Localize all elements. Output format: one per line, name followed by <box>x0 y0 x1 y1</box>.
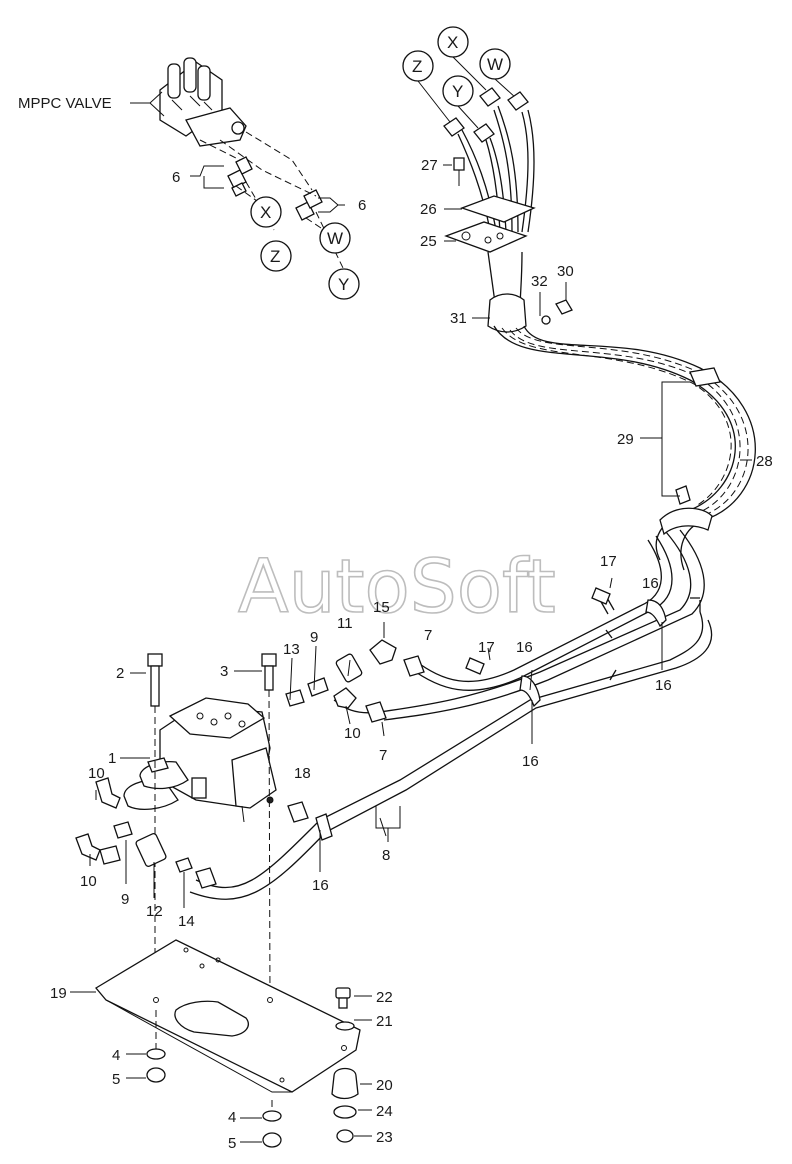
port-x-circle-inset <box>250 196 282 228</box>
elbow-15 <box>369 639 397 665</box>
mppc-valve-drawing <box>159 57 247 147</box>
part-label-17b: 17 <box>478 639 495 656</box>
part-label-4b: 4 <box>228 1109 236 1126</box>
part-label-26: 26 <box>420 201 437 218</box>
part-label-5a: 5 <box>112 1071 120 1088</box>
part-label-20: 20 <box>376 1077 393 1094</box>
fitting-6-left <box>227 156 253 197</box>
part-label-7a: 7 <box>424 627 432 644</box>
part-label-1: 1 <box>108 750 116 767</box>
port-z-circle-inset <box>260 240 292 272</box>
port-x-label-inset: X <box>260 203 271 222</box>
elbow-10-left-upper <box>95 777 121 809</box>
port-w-label: W <box>487 55 503 74</box>
bolt-22-head <box>335 987 351 999</box>
control-valve-assembly: 2 3 1 10 10 9 12 14 8 <box>75 653 401 1001</box>
port-w-label-inset: W <box>327 229 343 248</box>
nut-23 <box>336 1129 354 1143</box>
part-label-29: 29 <box>617 431 634 448</box>
elbow-10-left-lower <box>75 833 101 861</box>
part-label-9b: 9 <box>121 891 129 908</box>
adapter-12 <box>135 832 167 868</box>
washer-21 <box>335 1021 355 1031</box>
port-w-circle-inset <box>319 222 351 254</box>
part-label-2: 2 <box>116 665 124 682</box>
part-label-24: 24 <box>376 1103 393 1120</box>
part-label-5b: 5 <box>228 1135 236 1152</box>
adapter-13 <box>285 689 305 707</box>
part-label-6a: 6 <box>172 169 180 186</box>
part-label-7b: 7 <box>379 747 387 764</box>
washer-4-bottom <box>262 1110 282 1122</box>
port-z-label-inset: Z <box>270 247 280 266</box>
part-label-16c: 16 <box>655 677 672 694</box>
port-z-label: Z <box>412 57 422 76</box>
mount-20 <box>331 1067 359 1100</box>
part-label-27: 27 <box>421 157 438 174</box>
bolt-2-shank <box>150 665 160 707</box>
part-label-11: 11 <box>337 615 353 632</box>
part-label-30: 30 <box>557 263 574 280</box>
part-label-14: 14 <box>178 913 195 930</box>
part-label-6b: 6 <box>358 197 366 214</box>
adapter-9-lower <box>113 821 133 839</box>
part-label-16d: 16 <box>522 753 539 770</box>
bolt-3-head <box>261 653 277 667</box>
part-label-16e: 16 <box>312 877 329 894</box>
part-label-8: 8 <box>382 847 390 864</box>
part-label-10b: 10 <box>88 765 105 782</box>
part-label-23: 23 <box>376 1129 393 1146</box>
fitting-6-right <box>295 189 323 221</box>
part-label-17a: 17 <box>600 553 617 570</box>
bolt-17-lower <box>465 657 485 675</box>
part-label-22: 22 <box>376 989 393 1006</box>
part-label-13: 13 <box>283 641 300 658</box>
part-label-12: 12 <box>146 903 163 920</box>
adapter-9-upper <box>307 677 329 697</box>
part-label-15: 15 <box>373 599 390 616</box>
part-label-18: 18 <box>294 765 311 782</box>
adapter-14 <box>175 857 193 873</box>
part-label-31: 31 <box>450 310 467 327</box>
nut-5-bottom <box>262 1132 282 1148</box>
mppc-valve-label: MPPC VALVE <box>18 95 112 112</box>
watermark: AutoSoft <box>238 544 556 630</box>
main-hose-bundle: 29 28 <box>493 325 773 571</box>
bolt-22-shank <box>338 997 348 1009</box>
part-label-21: 21 <box>376 1013 393 1030</box>
bolt-2-head <box>147 653 163 667</box>
part-label-16a: 16 <box>642 575 659 592</box>
part-label-19: 19 <box>50 985 67 1002</box>
part-label-28: 28 <box>756 453 773 470</box>
mppc-valve-inset: MPPC VALVE 6 6 X Z W Y <box>18 57 366 300</box>
part-label-10c: 10 <box>80 873 97 890</box>
port-y-circle-inset <box>328 268 360 300</box>
bolt-17-upper <box>591 587 611 605</box>
port-y-label-inset: Y <box>338 275 349 294</box>
part-label-32: 32 <box>531 273 548 290</box>
part-label-25: 25 <box>420 233 437 250</box>
part-label-4a: 4 <box>112 1047 120 1064</box>
mounting-plate-assembly: 19 4 5 4 5 22 21 20 24 23 <box>50 939 393 1152</box>
port-x-label: X <box>447 33 458 52</box>
part-label-16b: 16 <box>516 639 533 656</box>
port-y-label: Y <box>452 82 463 101</box>
part-label-3: 3 <box>220 663 228 680</box>
bolt-3-shank <box>264 665 274 691</box>
washer-24 <box>333 1105 357 1119</box>
upper-hose-ports: X Z W Y 27 26 25 32 30 31 <box>402 26 574 333</box>
elbow-10-upper <box>333 687 357 709</box>
nut-5-left <box>146 1067 166 1083</box>
part-label-10a: 10 <box>344 725 361 742</box>
part-label-9a: 9 <box>310 629 318 646</box>
washer-4-left <box>146 1048 166 1060</box>
lower-hoses: 15 11 9 13 7 17 16 17 16 16 10 7 16 18 1… <box>189 529 713 900</box>
